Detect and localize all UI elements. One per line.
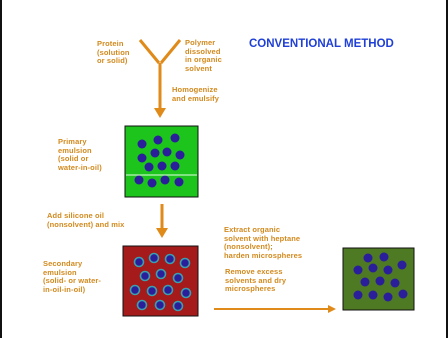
microsphere <box>368 263 378 273</box>
coated-particle <box>129 284 141 296</box>
secondary-particles <box>129 252 192 312</box>
particle <box>170 161 180 171</box>
microsphere <box>375 276 385 286</box>
coated-particle <box>139 270 151 282</box>
coated-particle <box>133 256 145 268</box>
coated-particle <box>180 287 192 299</box>
coated-particle <box>136 299 148 311</box>
label-secondary-emulsion: Secondary emulsion (solid- or water- in-… <box>43 259 101 294</box>
particle <box>137 139 147 149</box>
coated-particle <box>154 299 166 311</box>
microsphere <box>383 292 393 302</box>
primary-box-fill <box>124 125 199 198</box>
particle <box>160 175 170 185</box>
particle <box>150 148 160 158</box>
microsphere <box>353 290 363 300</box>
particle <box>144 162 154 172</box>
microsphere <box>353 265 363 275</box>
label-remove-solvents: Remove excess solvents and dry microsphe… <box>225 267 287 293</box>
coated-particle <box>146 285 158 297</box>
particle <box>157 161 167 171</box>
coated-particle <box>164 253 176 265</box>
microsphere <box>379 252 389 262</box>
particle <box>134 175 144 185</box>
label-protein: Protein (solution or solid) <box>97 39 130 65</box>
coated-particle <box>162 284 174 296</box>
coated-particle <box>172 272 184 284</box>
final-particles <box>353 252 408 302</box>
coated-particle <box>172 300 184 312</box>
coated-particle <box>155 268 167 280</box>
microsphere <box>363 253 373 263</box>
down-arrow <box>156 204 168 238</box>
coated-particle <box>148 252 160 264</box>
primary-particles <box>134 133 185 188</box>
microsphere <box>397 260 407 270</box>
down-arrowhead <box>156 228 168 238</box>
diagram-title: CONVENTIONAL METHOD <box>249 38 394 50</box>
particle <box>153 135 163 145</box>
microsphere <box>390 278 400 288</box>
label-polymer: Polymer dissolved in organic solvent <box>185 38 222 73</box>
particle <box>162 147 172 157</box>
coated-particle <box>179 257 191 269</box>
y-right-branch <box>159 39 182 64</box>
final-microspheres-box <box>342 247 415 311</box>
microsphere <box>360 277 370 287</box>
label-primary-emulsion: Primary emulsion (solid or water-in-oil) <box>58 137 102 172</box>
label-extract-solvent: Extract organic solvent with heptane (no… <box>224 225 303 260</box>
y-arrowhead <box>154 108 166 118</box>
right-arrowhead <box>328 305 336 313</box>
particle <box>174 177 184 187</box>
label-homogenize: Homogenize and emulsify <box>172 85 220 103</box>
particle <box>147 178 157 188</box>
microsphere <box>398 289 408 299</box>
particle <box>137 153 147 163</box>
label-add-silicone-oil: Add silicone oil (nonsolvent) and mix <box>47 211 125 229</box>
secondary-emulsion-box <box>122 245 199 317</box>
primary-emulsion-box <box>124 125 199 198</box>
right-arrow <box>214 305 336 313</box>
y-left-branch <box>138 39 161 64</box>
y-merge-arrow <box>138 39 182 118</box>
particle <box>170 133 180 143</box>
microsphere <box>368 290 378 300</box>
microsphere <box>383 265 393 275</box>
particle <box>175 150 185 160</box>
